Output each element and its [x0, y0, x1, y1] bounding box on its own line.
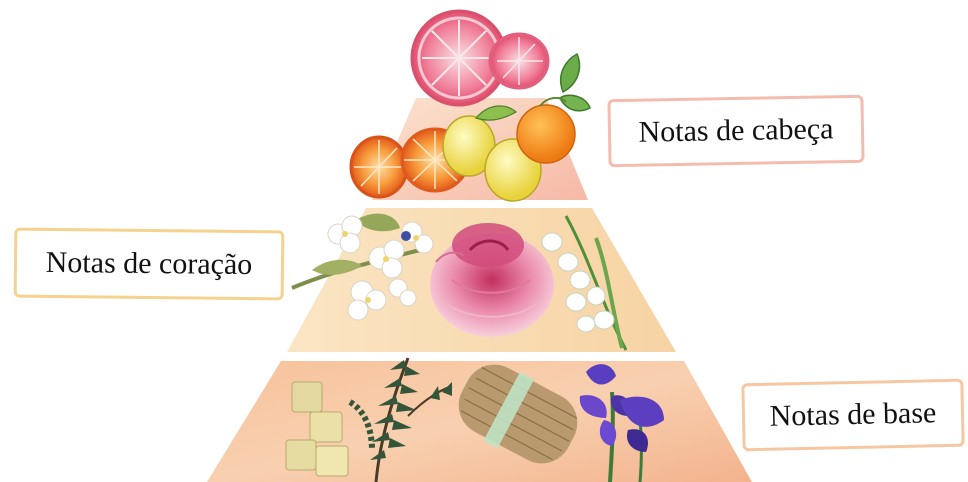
label-top-notes: Notas de cabeça: [607, 95, 864, 167]
label-base-notes: Notas de base: [741, 379, 964, 452]
grapefruit-half-icon: [490, 34, 548, 88]
label-heart-notes: Notas de coração: [14, 228, 285, 301]
leaf-icon: [560, 54, 590, 111]
orange-icon: [351, 137, 407, 197]
